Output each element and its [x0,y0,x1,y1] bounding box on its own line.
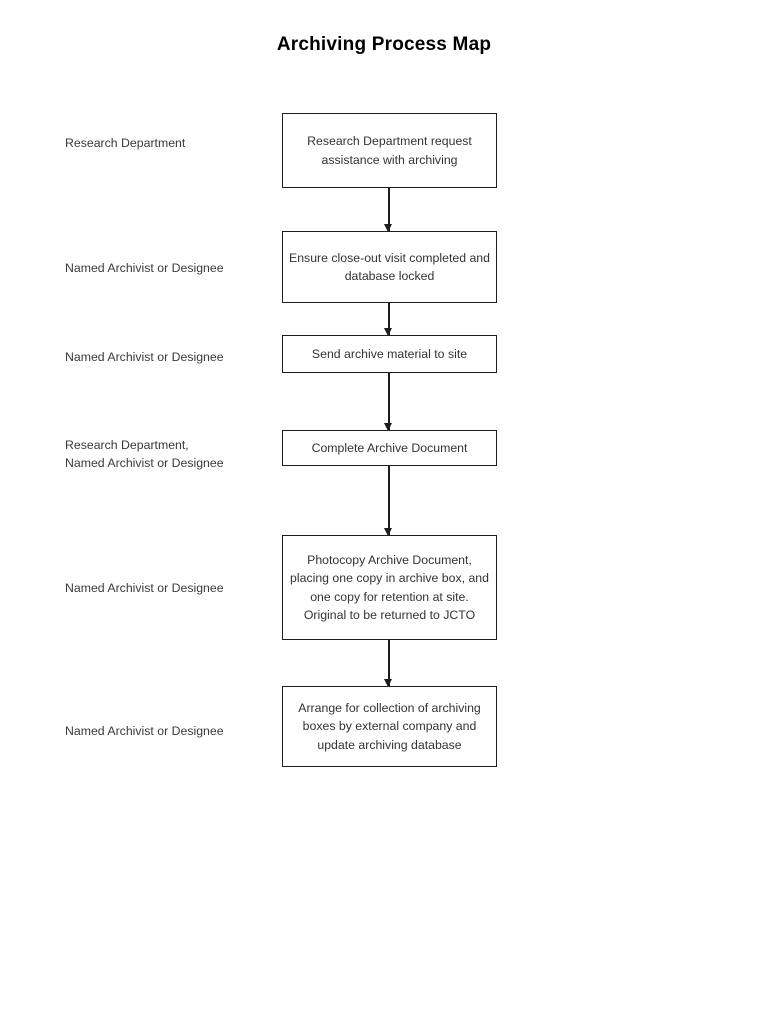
process-box-step-6[interactable]: Arrange for collection of archiving boxe… [282,686,497,767]
connector-step-3-to-step-4 [384,373,393,431]
connector-step-2-to-step-3 [384,303,393,336]
connector-stem [388,640,390,686]
actor-label-step-5: Named Archivist or Designee [65,581,224,595]
connector-step-4-to-step-5 [384,466,393,536]
actor-label-step-3: Named Archivist or Designee [65,350,224,364]
down-arrow-icon [384,224,393,232]
page-title: Archiving Process Map [276,34,492,55]
down-arrow-icon [384,528,393,536]
actor-label-step-6: Named Archivist or Designee [65,724,224,738]
connector-stem [388,373,390,430]
down-arrow-icon [384,679,393,687]
down-arrow-icon [384,423,393,431]
actor-label-step-1: Research Department [65,136,186,150]
actor-label-step-4: Research Department, Named Archivist or … [65,438,224,470]
connector-step-5-to-step-6 [384,640,393,687]
connector-stem [388,188,390,231]
down-arrow-icon [384,328,393,336]
connector-step-1-to-step-2 [384,188,393,232]
process-box-step-4[interactable]: Complete Archive Document [282,430,497,466]
process-box-step-5[interactable]: Photocopy Archive Document, placing one … [282,535,497,640]
process-box-step-3[interactable]: Send archive material to site [282,335,497,373]
connector-stem [388,466,390,535]
actor-label-step-2: Named Archivist or Designee [65,261,224,275]
connector-stem [388,303,390,335]
process-box-step-1[interactable]: Research Department request assistance w… [282,113,497,188]
process-box-step-2[interactable]: Ensure close-out visit completed and dat… [282,231,497,303]
